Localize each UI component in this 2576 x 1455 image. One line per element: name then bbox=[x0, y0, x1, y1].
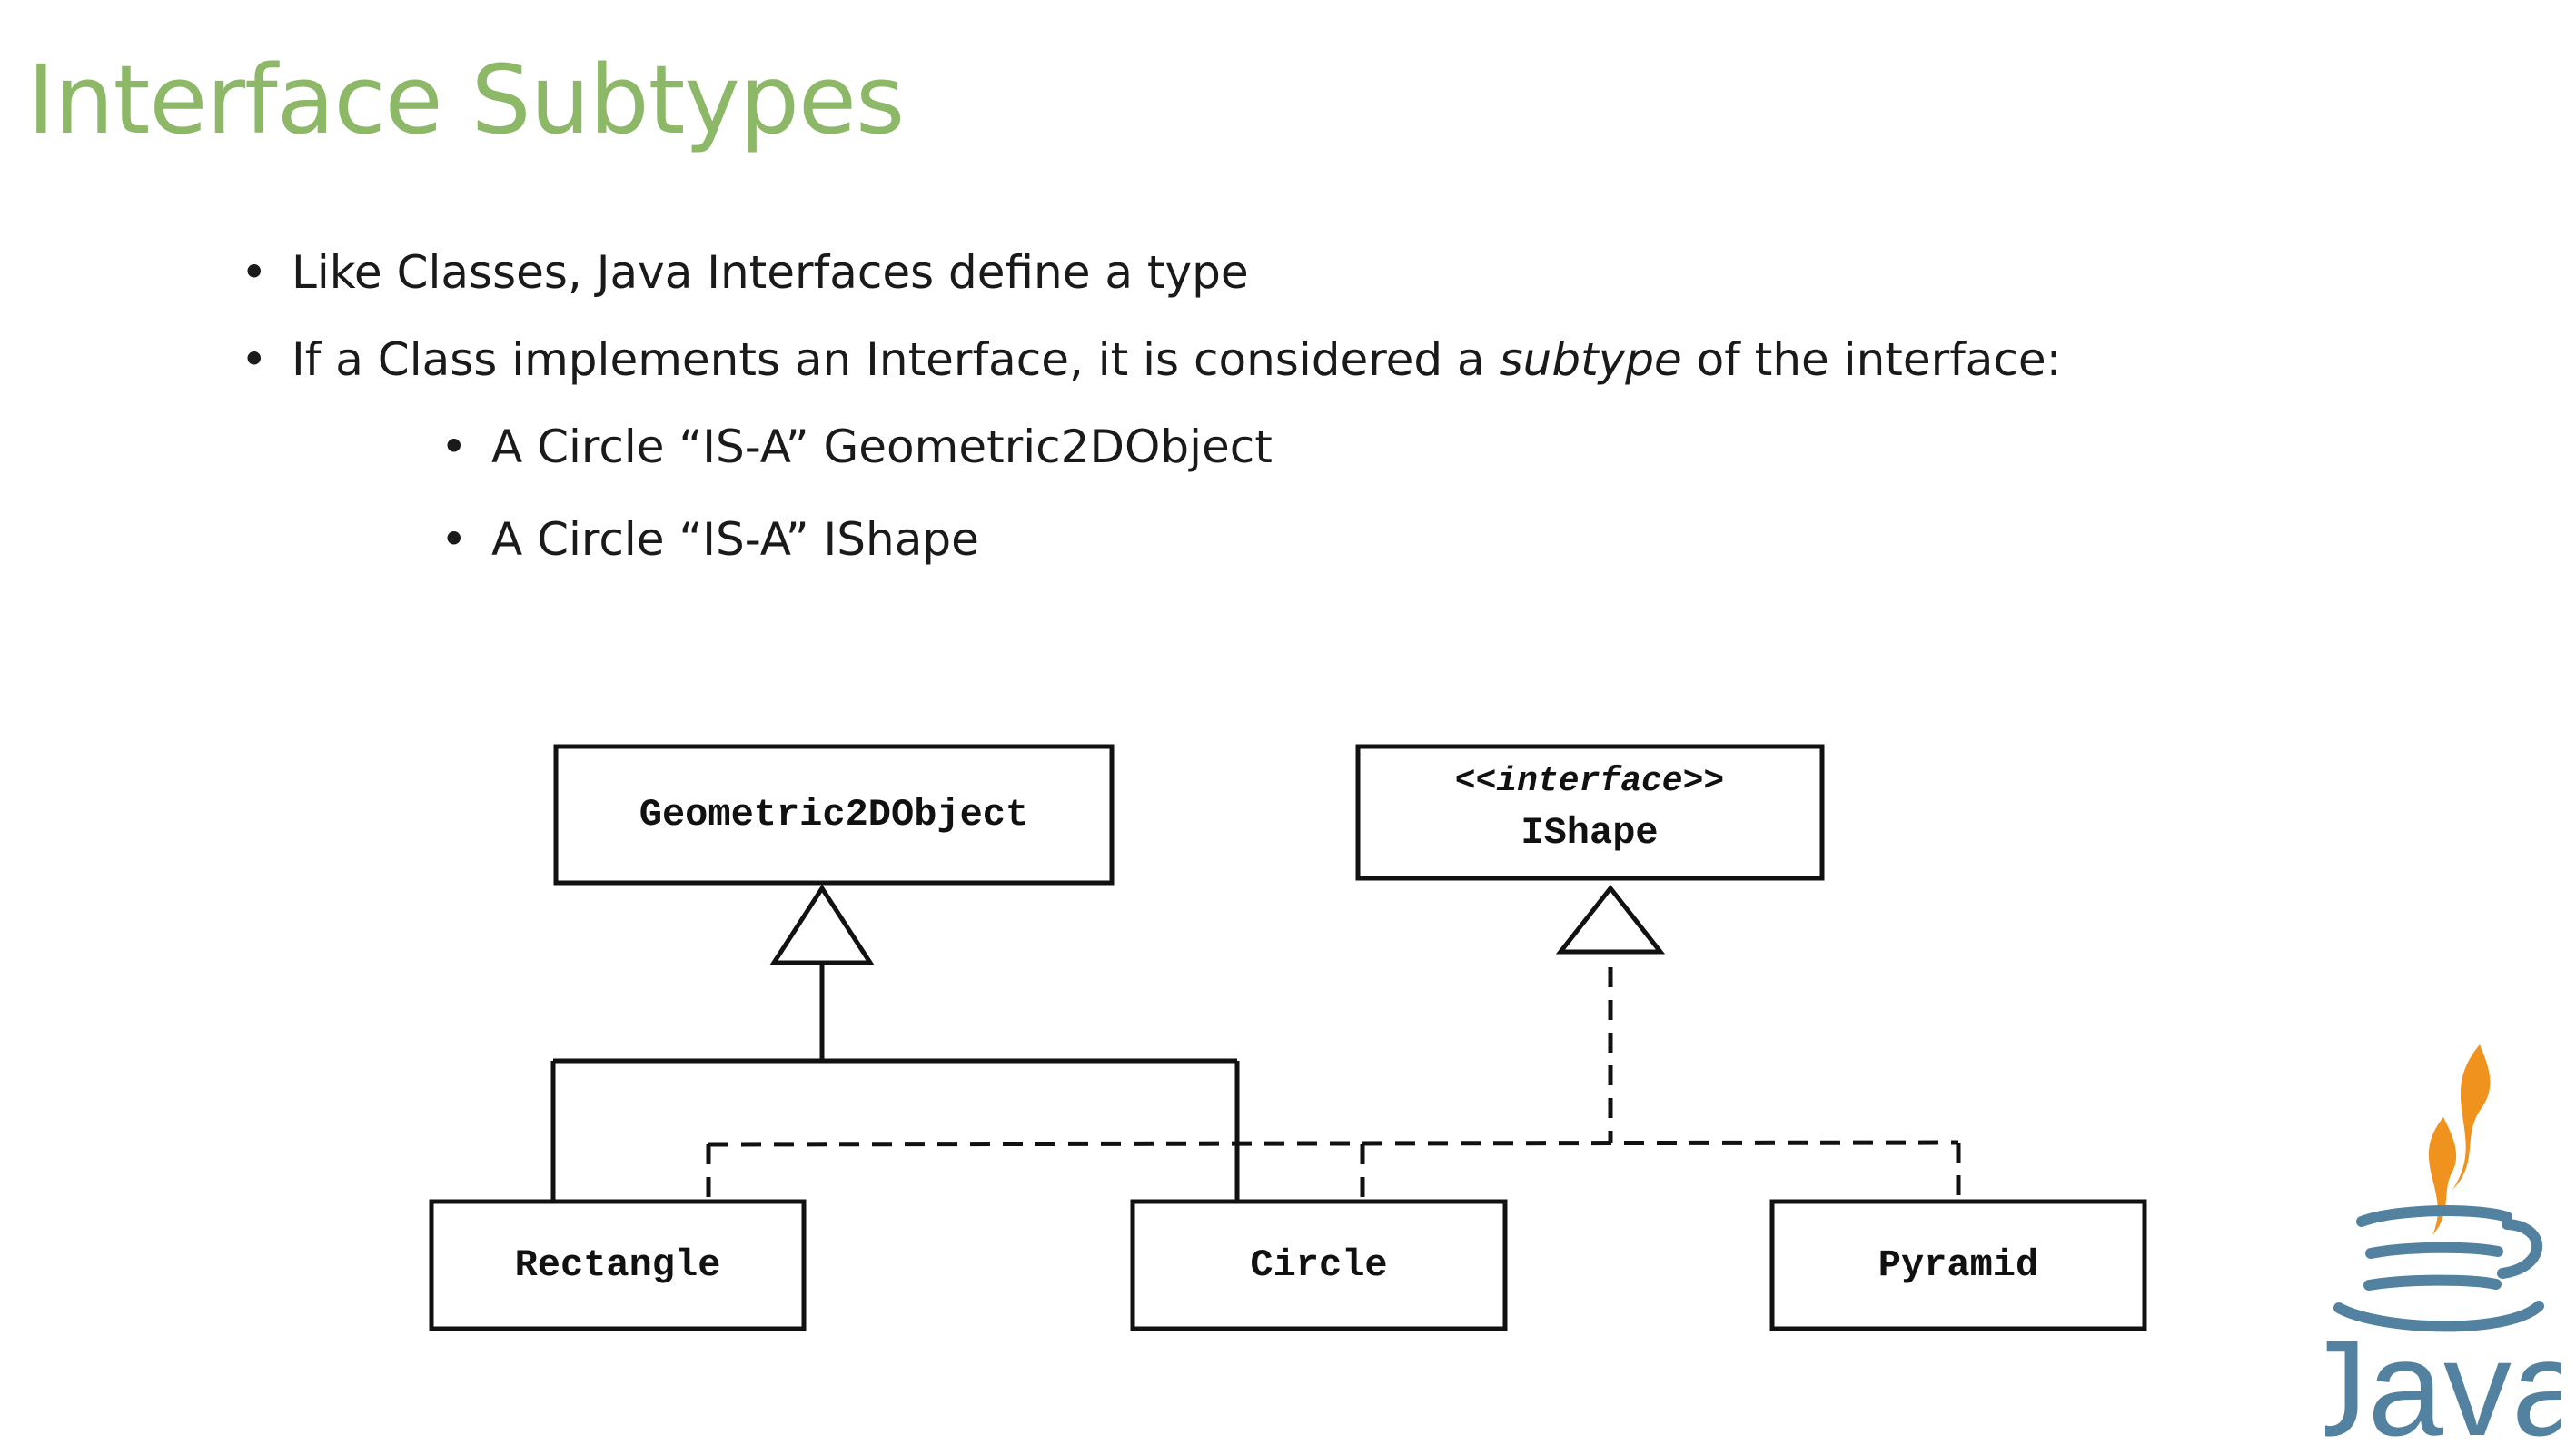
realization-arrowhead bbox=[1555, 884, 1666, 955]
flame-icon bbox=[2452, 1044, 2491, 1190]
interface-name: IShape bbox=[1521, 811, 1658, 855]
node-rectangle: Rectangle bbox=[429, 1199, 807, 1331]
class-name: Circle bbox=[1250, 1243, 1387, 1287]
java-wordmark: Java bbox=[2325, 1311, 2561, 1453]
class-name: Rectangle bbox=[515, 1243, 721, 1287]
class-box bbox=[429, 1199, 807, 1331]
bullet-emphasis: subtype bbox=[1499, 333, 1682, 386]
bullet-text: If a Class implements an Interface, it i… bbox=[292, 333, 1500, 386]
realization-edges bbox=[706, 884, 1961, 1202]
node-ishape: <<interface>> IShape bbox=[1355, 744, 1825, 881]
sub-bullet-text: A Circle “IS-A” IShape bbox=[491, 513, 979, 566]
steam-icon bbox=[2428, 1044, 2491, 1235]
bullet-dot: • bbox=[441, 421, 468, 473]
edge-line bbox=[708, 1140, 1959, 1147]
inheritance-edges bbox=[550, 884, 1240, 1202]
flame-icon bbox=[2428, 1117, 2457, 1235]
slide-title: Interface Subtypes bbox=[27, 45, 905, 155]
bullet-item: • If a Class implements an Interface, it… bbox=[241, 332, 2062, 387]
sub-bullet-item: • A Circle “IS-A” Geometric2DObject bbox=[441, 420, 2062, 474]
node-pyramid: Pyramid bbox=[1769, 1199, 2147, 1331]
bullet-item: • Like Classes, Java Interfaces define a… bbox=[241, 245, 2062, 300]
bullet-list: • Like Classes, Java Interfaces define a… bbox=[241, 245, 2062, 605]
generalization-arrowhead bbox=[769, 884, 875, 965]
node-circle: Circle bbox=[1130, 1199, 1508, 1331]
class-name: Pyramid bbox=[1878, 1243, 2038, 1287]
class-box bbox=[1130, 1199, 1508, 1331]
java-logo: Java bbox=[2325, 1044, 2561, 1453]
sub-bullet-item: • A Circle “IS-A” IShape bbox=[441, 512, 2062, 567]
class-name: Geometric2DObject bbox=[639, 793, 1028, 836]
bullet-text: Like Classes, Java Interfaces define a t… bbox=[292, 246, 1249, 299]
bullet-text-suffix: of the interface: bbox=[1681, 333, 2062, 386]
stereotype-label: <<interface>> bbox=[1455, 762, 1724, 801]
class-box bbox=[1769, 1199, 2147, 1331]
cup-icon bbox=[2333, 1205, 2544, 1332]
class-box bbox=[553, 744, 1115, 886]
node-geometric2dobject: Geometric2DObject bbox=[553, 744, 1115, 886]
bullet-dot: • bbox=[241, 246, 268, 299]
bullet-dot: • bbox=[241, 333, 268, 386]
interface-box bbox=[1355, 744, 1825, 881]
bullet-dot: • bbox=[441, 513, 468, 566]
sub-bullet-text: A Circle “IS-A” Geometric2DObject bbox=[491, 421, 1273, 473]
